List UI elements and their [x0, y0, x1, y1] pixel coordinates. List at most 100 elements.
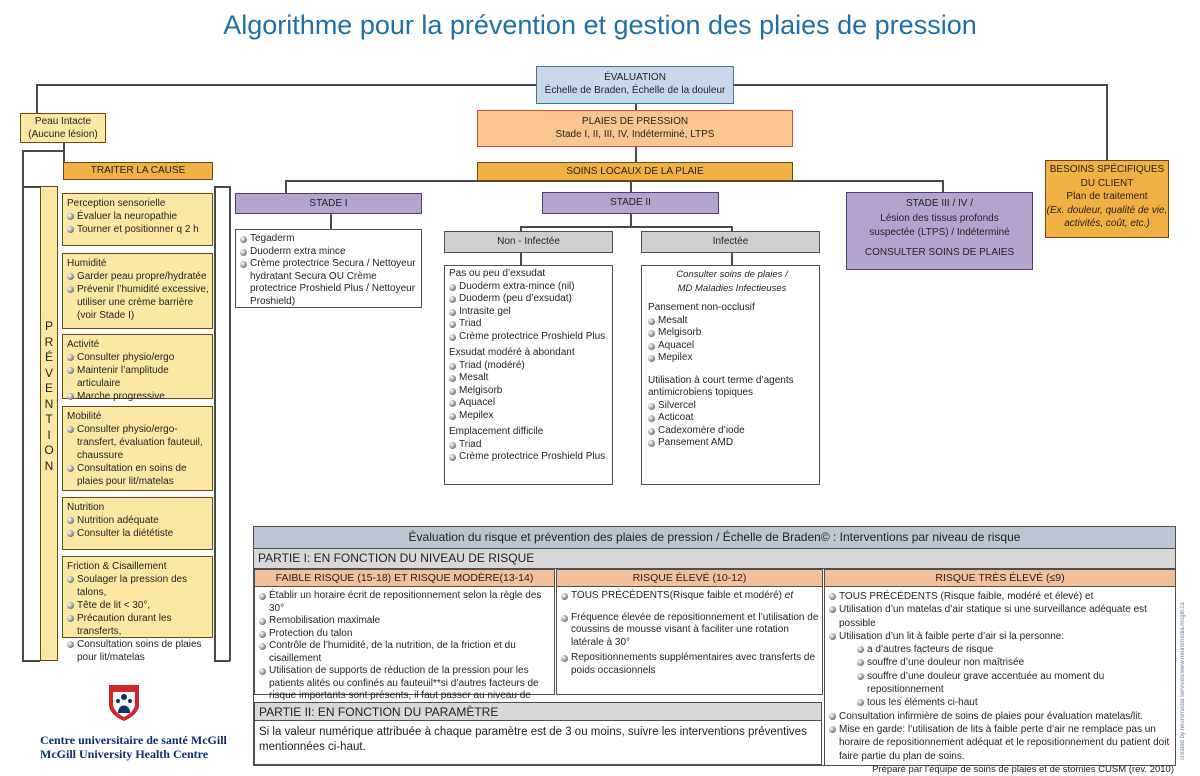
list-item: Pansement AMD	[648, 437, 816, 450]
evaluation-title: ÉVALUATION	[604, 72, 666, 83]
list-item: Mesalt	[648, 315, 816, 328]
low-risk-header: FAIBLE RISQUE (15-18) ET RISQUE MODÈRE(1…	[255, 570, 554, 587]
list-item: Melgisorb	[648, 327, 816, 340]
prevention-letter: N	[44, 396, 54, 411]
braden-table: Évaluation du risque et prévention des p…	[253, 526, 1176, 766]
prevention-items: Soulager la pression des talons,Tête de …	[67, 573, 209, 664]
infected-treatments: Consulter soins de plaies / MD Maladies …	[641, 265, 820, 485]
consult-line-2: MD Maladies Infectieuses	[677, 283, 787, 294]
prevention-letter: V	[44, 365, 53, 380]
connector	[731, 253, 733, 265]
connector	[734, 84, 1106, 86]
list-item: Contrôle de l’humidité, de la nutrition,…	[259, 640, 551, 665]
connector	[520, 226, 522, 232]
list-item: Cadexomère d’iode	[648, 425, 816, 438]
connector	[36, 84, 38, 114]
treat-cause-box: TRAITER LA CAUSE	[63, 162, 213, 180]
prevention-letter: O	[44, 443, 54, 457]
prevention-box-title: Activité	[67, 339, 100, 350]
and-connector: et	[784, 590, 794, 601]
logo-text-fr: Centre universitaire de santé McGill	[40, 733, 227, 747]
prevention-letter: I	[47, 427, 51, 442]
connector	[285, 180, 287, 194]
section-items: Duoderm extra-mince (nil)Duoderm (peu d’…	[449, 281, 609, 344]
connector	[630, 180, 632, 192]
list-item: Nutrition adéquate	[67, 514, 209, 527]
list-item: Crème protectrice Proshield Plus	[449, 331, 609, 344]
list-item: Consulter la diététiste	[67, 527, 209, 540]
connector	[22, 186, 40, 188]
consult-wound-care: Consulter soins de plaies / MD Maladies …	[648, 268, 816, 296]
consult-line-1: Consulter soins de plaies /	[676, 269, 788, 280]
list-item: Garder peau propre/hydratée	[67, 270, 209, 283]
list-item: Précaution durant les transferts,	[67, 612, 209, 638]
treatment-plan-label: Plan de traitement	[1066, 191, 1148, 202]
list-item: Remobilisation maximale	[259, 615, 551, 628]
connector	[63, 142, 65, 162]
low-risk-column: FAIBLE RISQUE (15-18) ET RISQUE MODÈRE(1…	[254, 569, 555, 714]
high-risk-list-2: Fréquence élevée de repositionnement et …	[557, 603, 822, 678]
list-item: Mesalt	[449, 372, 609, 385]
section-heading: Emplacement difficile	[449, 426, 544, 437]
part-2-text: Si la valeur numérique attribuée à chaqu…	[254, 721, 822, 765]
infected-box: Infectée	[641, 231, 820, 253]
stage-3-4-line3: suspectée (LTPS) / Indéterminé	[869, 227, 1010, 238]
list-item: Consultation soins de plaies pour lit/ma…	[67, 638, 209, 664]
list-item: Consultation en soins de plaies pour lit…	[67, 462, 209, 488]
list-item: Consulter physio/ergo	[67, 351, 209, 364]
client-needs-title: BESOINS SPÉCIFIQUES	[1049, 164, 1165, 175]
stage-2-box: STADE II	[542, 192, 719, 214]
part-2-label: PARTIE II: EN FONCTION DU PARAMÈTRE	[254, 702, 822, 721]
prevention-letter: T	[45, 412, 53, 426]
section-heading: Pas ou peu d’exsudat	[449, 268, 546, 279]
list-item: Duoderm extra-mince (nil)	[449, 281, 609, 294]
section-heading: Pansement non-occlusif	[648, 302, 755, 313]
connector	[630, 214, 632, 226]
prevention-box-title: Mobilité	[67, 411, 102, 422]
list-item: Triad (modéré)	[449, 360, 609, 373]
prevention-items: Consulter physio/ergo-transfert, évaluat…	[67, 423, 209, 488]
list-item: Melgisorb	[449, 385, 609, 398]
list-item: Protection du talon	[259, 628, 551, 641]
sub-list-item: a d’autres facteurs de risque	[829, 643, 1172, 656]
list-item: Consulter physio/ergo-transfert, évaluat…	[67, 423, 209, 462]
non-infected-box: Non - Infectée	[444, 231, 613, 253]
section-heading: Exsudat modéré à abondant	[449, 347, 575, 358]
mcgill-logo	[107, 683, 141, 723]
stage-1-box: STADE I	[235, 193, 422, 214]
list-item: Utilisation d’un matelas d’air statique …	[829, 603, 1172, 630]
pressure-ulcers-box: PLAIES DE PRESSION Stade I, II, III, IV,…	[477, 110, 793, 147]
list-item: Duoderm (peu d’exsudat)	[449, 293, 609, 306]
connector	[214, 186, 216, 661]
all-previous-text: TOUS PRÉCÉDENTS(Risque faible et modéré)	[571, 590, 782, 601]
list-item: Repositionnements supplémentaires avec t…	[561, 652, 819, 677]
prevention-letter: P	[44, 319, 53, 333]
braden-header: Évaluation du risque et prévention des p…	[254, 527, 1175, 549]
low-risk-list: Établir un horaire écrit de repositionne…	[255, 587, 554, 715]
list-item: Établir un horaire écrit de repositionne…	[259, 590, 551, 615]
list-item: Acticoat	[648, 412, 816, 425]
list-item: Silvercel	[648, 400, 816, 413]
list-item: Tourner et positionner q 2 h	[67, 223, 209, 236]
list-item: Mise en garde: l’utilisation de lits à f…	[829, 723, 1172, 763]
section-heading: Utilisation à court terme d’agents antim…	[648, 374, 794, 399]
side-credit: created by neuromedia services/www.neuro…	[1180, 602, 1186, 760]
client-needs-examples: (Ex. douleur, qualité de vie,	[1046, 204, 1168, 216]
list-item: Intrasite gel	[449, 306, 609, 319]
intact-skin-title: Peau Intacte	[34, 116, 92, 127]
client-needs-title-2: DU CLIENT	[1080, 177, 1134, 189]
very-high-risk-column: RISQUE TRÈS ÉLEVÉ (≤9) TOUS PRÉCÉDENTS (…	[824, 569, 1176, 766]
list-item: Duoderm extra mince	[240, 246, 418, 259]
high-risk-column: RISQUE ÉLEVÉ (10-12) TOUS PRÉCÉDENTS(Ris…	[556, 569, 823, 695]
